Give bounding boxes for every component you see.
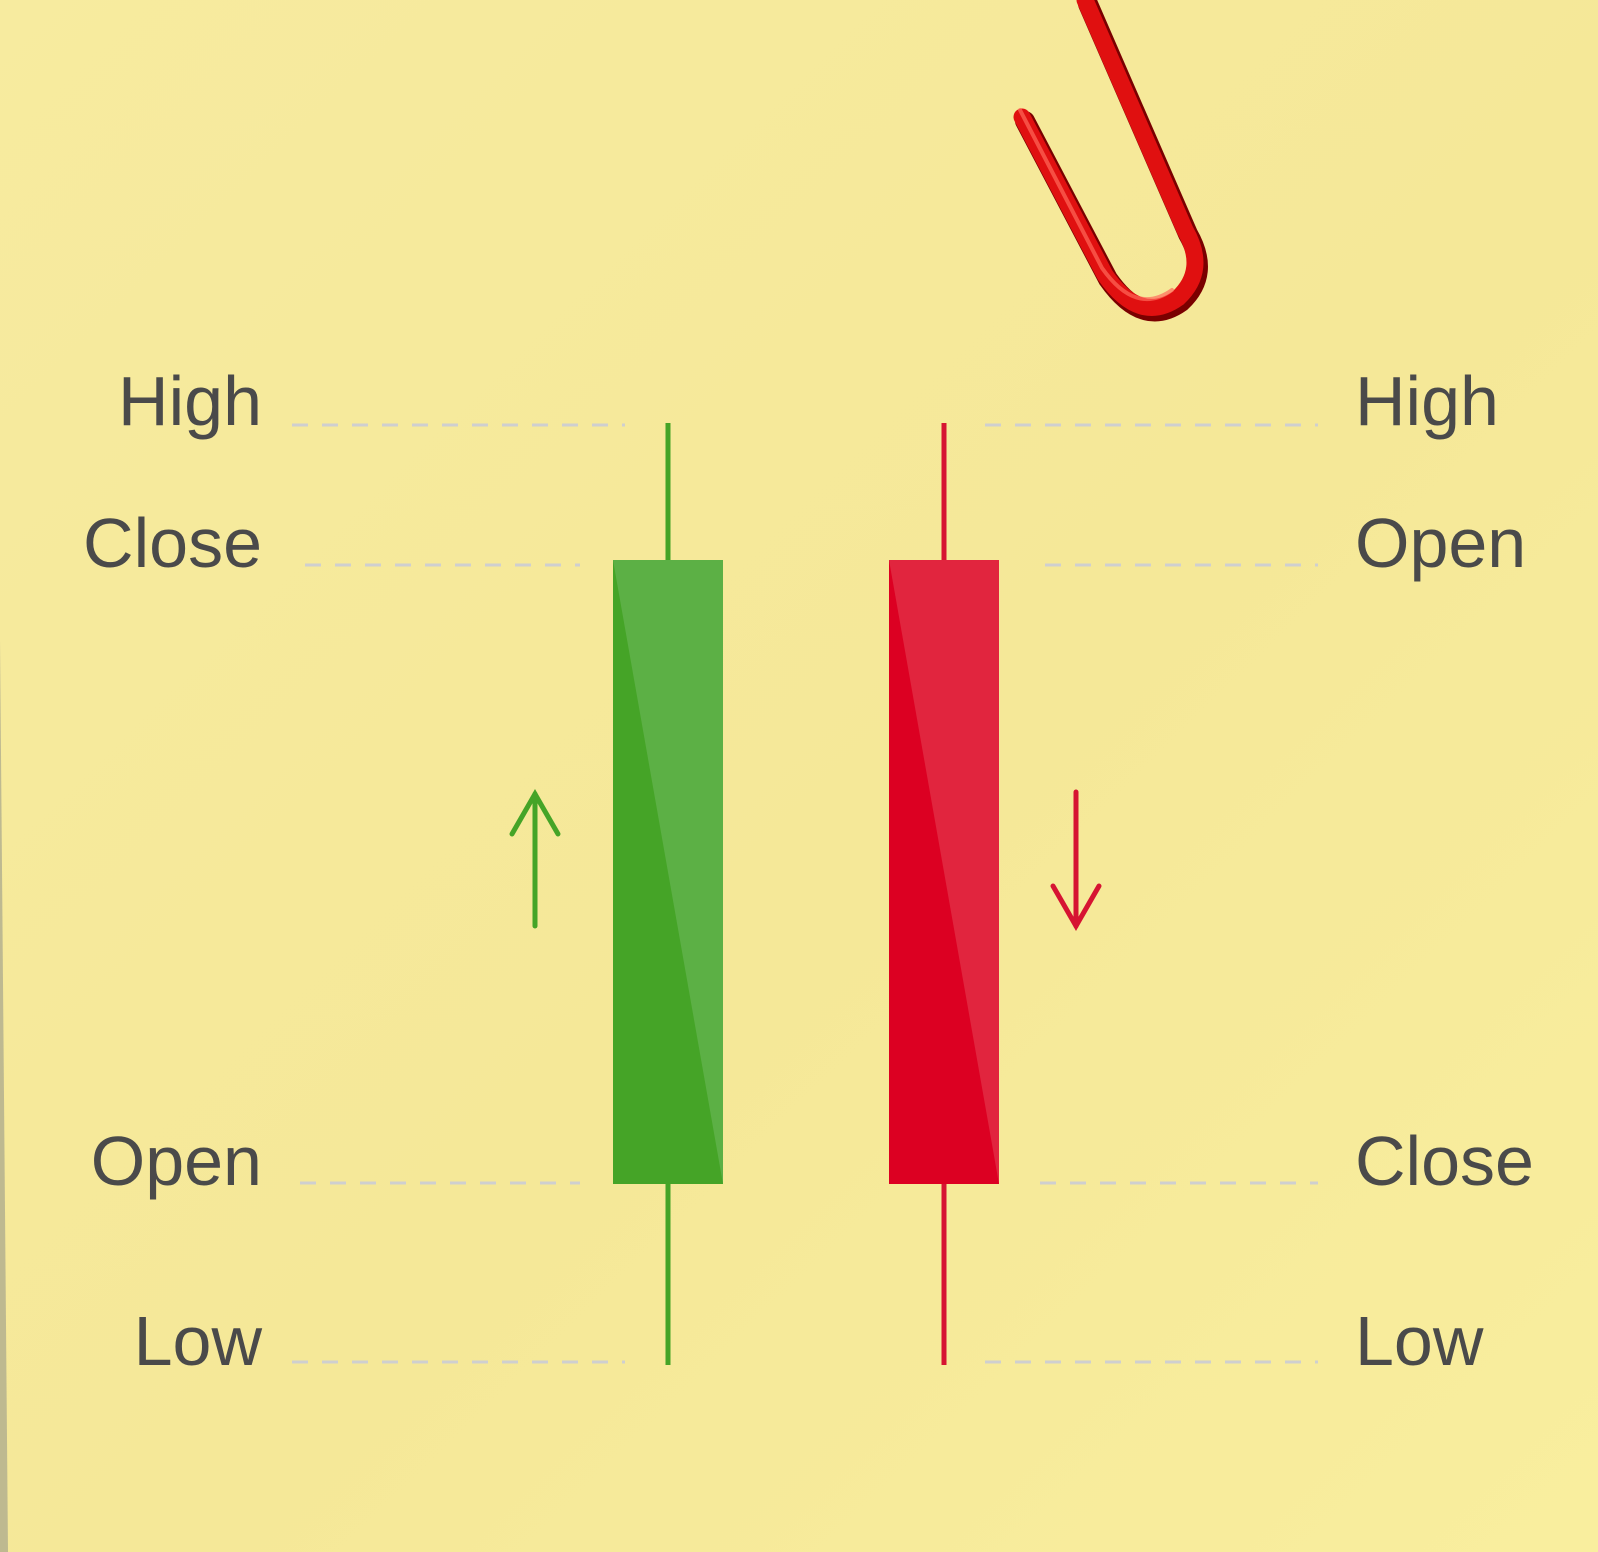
left-guides (292, 423, 625, 1364)
left-label-high: High (118, 362, 262, 440)
right-label-high: High (1355, 362, 1499, 440)
paperclip-icon (1013, 0, 1208, 322)
paper-shadow (0, 640, 8, 1552)
arrow-down-icon (1050, 789, 1102, 932)
bearish-body-highlight (889, 560, 999, 1184)
left-label-close: Close (83, 504, 262, 582)
right-label-low: Low (1355, 1302, 1484, 1380)
bullish-candle (613, 423, 723, 1365)
left-label-open: Open (91, 1122, 262, 1200)
right-label-close: Close (1355, 1122, 1534, 1200)
right-guides (985, 423, 1318, 1364)
arrow-up-icon (509, 788, 561, 929)
left-label-low: Low (134, 1302, 263, 1380)
bullish-body-highlight (613, 560, 723, 1184)
bearish-candle (889, 423, 999, 1365)
right-label-open: Open (1355, 504, 1526, 582)
